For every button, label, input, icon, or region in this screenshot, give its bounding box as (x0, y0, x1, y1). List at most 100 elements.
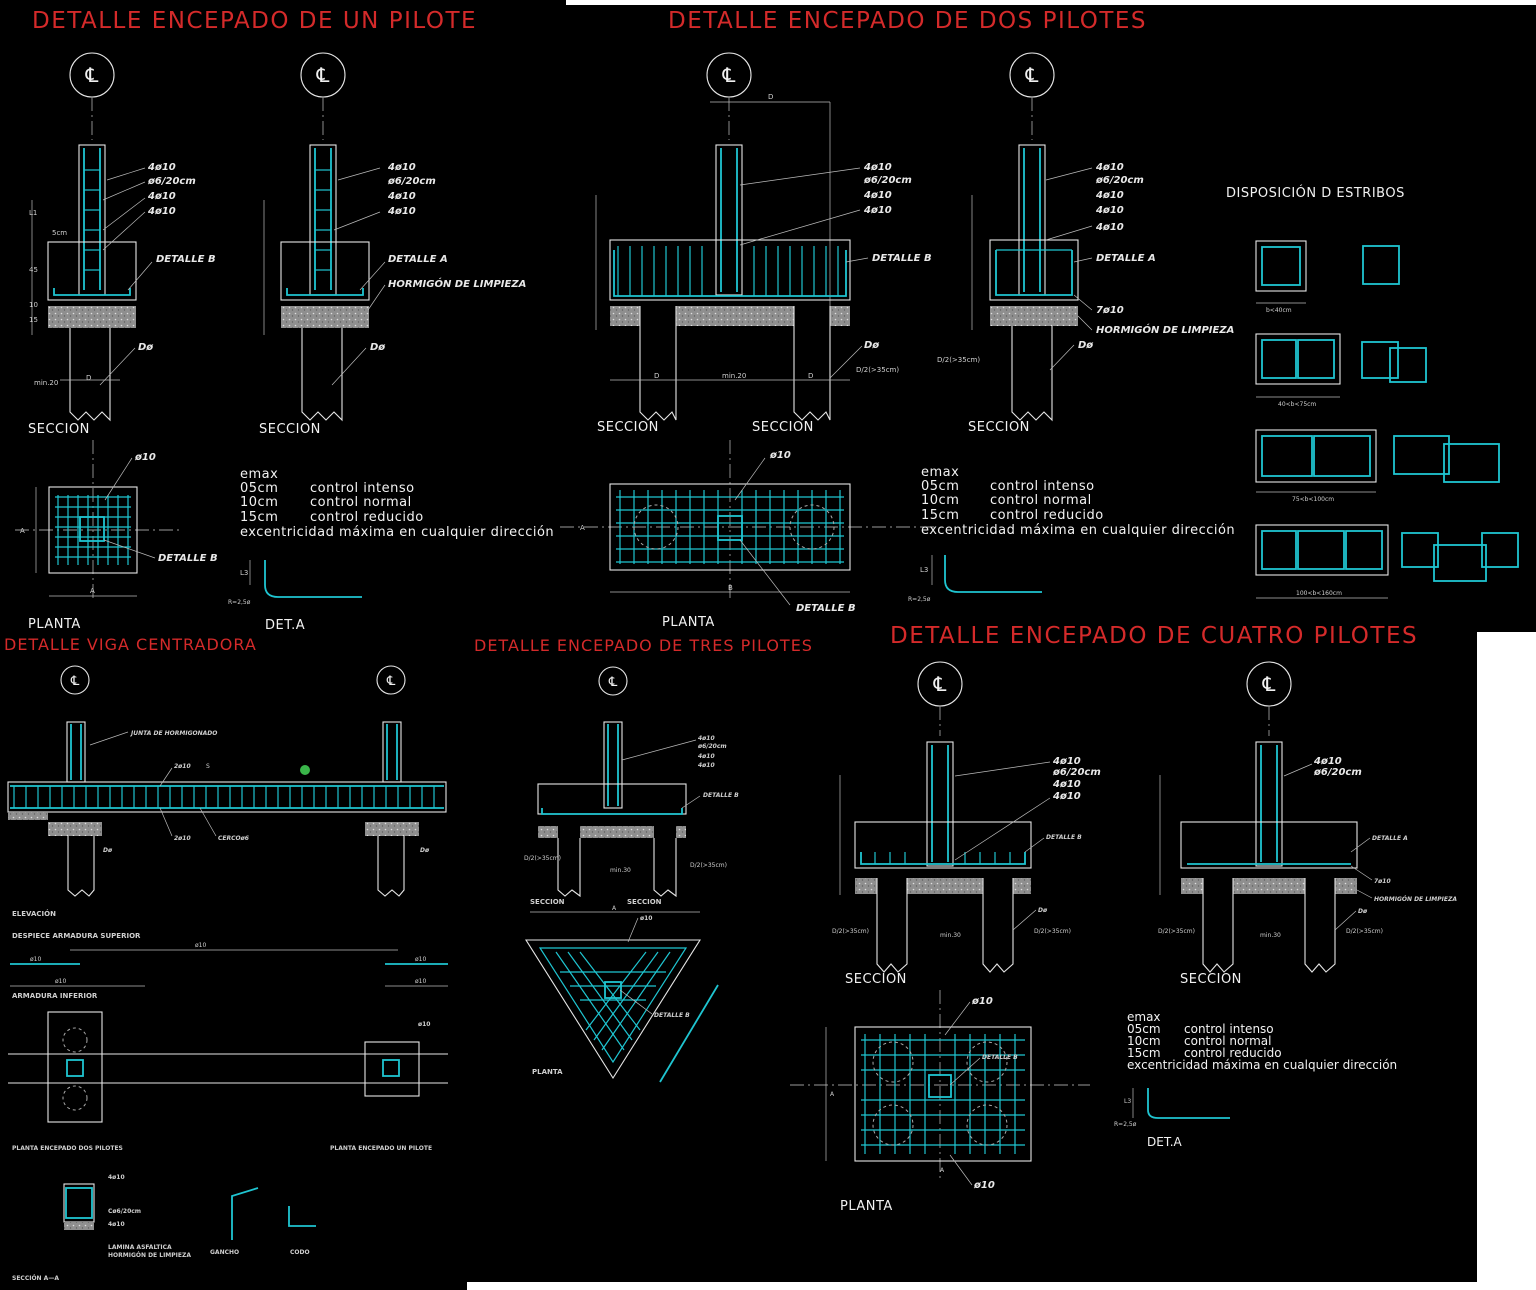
pile-d-label: Dø (138, 342, 153, 353)
seccion-label: SECCION (968, 420, 1030, 435)
dim-d: D (654, 372, 659, 380)
section-bar: 4ø10 (108, 1221, 125, 1228)
four-piles-section-b: 4ø10 ø6/20cm DETALLE A 7ø10 HORMIGÓN DE … (1158, 741, 1457, 987)
dim-l3: L3 (240, 569, 248, 577)
rebar-label: 4ø10 (1052, 791, 1081, 802)
rebar-label: 4ø10 (147, 191, 176, 202)
dim-d: D (768, 93, 773, 101)
beam-bar-top: 2ø10 (174, 763, 191, 770)
rebar-label: 4ø10 (1313, 756, 1342, 767)
rebar-label: 4ø10 (698, 735, 715, 742)
hormigon-label: HORMIGÓN DE LIMPIEZA (388, 277, 526, 290)
planta-dos-label: PLANTA ENCEPADO DOS PILOTES (12, 1145, 123, 1152)
seccion-label: SECCION (627, 898, 662, 906)
dim-r: R=2,5ø (908, 596, 931, 603)
plan-bar-label: ø10 (971, 996, 993, 1007)
planta-label: PLANTA (840, 1199, 893, 1214)
section-note: HORMIGÓN DE LIMPIEZA (108, 1252, 191, 1259)
despiece-bar: ø10 (415, 956, 426, 963)
dim-d: D (86, 374, 91, 382)
detalle-b-label: DETALLE B (872, 253, 932, 264)
stirrups-title: DISPOSICIÓN D ESTRIBOS (1226, 185, 1405, 201)
emax-value: 10cm (240, 495, 278, 510)
planta-uno-label: PLANTA ENCEPADO UN PILOTE (330, 1145, 432, 1152)
one-pile-det-a: L3 R=2,5ø DET.A (228, 560, 362, 633)
seccion-label: SECCION (259, 422, 321, 437)
bar7-label: 7ø10 (1374, 878, 1391, 885)
emax-note: excentricidad máxima en cualquier direcc… (240, 525, 554, 540)
emax-heading: emax (1127, 1010, 1161, 1024)
four-piles-section-a: 4ø10 ø6/20cm 4ø10 4ø10 DETALLE B Dø D/2(… (832, 741, 1101, 987)
emax-value: 05cm (921, 479, 959, 494)
rebar-label: 4ø10 (1095, 162, 1124, 173)
despiece-bar: ø10 (55, 978, 66, 985)
pile-d-label: Dø (370, 342, 385, 353)
dim-min20: min.20 (722, 372, 746, 380)
detalle-b-label: DETALLE B (158, 553, 218, 564)
pile-d-label: Dø (864, 340, 879, 351)
dim-d2: D/2(>35cm) (937, 356, 980, 364)
detalle-a-label: DETALLE A (1372, 835, 1408, 842)
emax-note: excentricidad máxima en cualquier direcc… (921, 523, 1235, 538)
emax-value: 15cm (921, 508, 959, 523)
two-piles-section-a: D 4ø10 ø6/20cm 4ø10 (595, 52, 932, 435)
stirrup-dim: 40<b<75cm (1278, 401, 1316, 408)
panel-two-piles: DETALLE ENCEPADO DE DOS PILOTES D (560, 8, 1519, 630)
beam-spacing: S (206, 763, 210, 770)
panel-bottom-left-bg (0, 632, 467, 1290)
seccion-label: SECCION (752, 420, 814, 435)
rebar-label: 4ø10 (863, 190, 892, 201)
hormigon-label: HORMIGÓN DE LIMPIEZA (1374, 896, 1457, 903)
rebar-label: 4ø10 (863, 205, 892, 216)
beam-title: DETALLE VIGA CENTRADORA (4, 635, 257, 654)
rebar-label: ø6/20cm (147, 176, 196, 187)
emax-control: control reducido (990, 508, 1104, 523)
dim-a: A (90, 587, 95, 595)
dim-d2: D/2(>35cm) (856, 366, 899, 374)
four-piles-emax: emax 05cm control intenso 10cm control n… (1127, 1010, 1397, 1072)
detalle-a-label: DETALLE A (388, 254, 448, 265)
elevacion-label: ELEVACIÓN (12, 909, 56, 918)
dim-5cm: 5cm (52, 229, 67, 237)
panel-one-pile: DETALLE ENCEPADO DE UN PILOTE L1 45 10 1… (15, 8, 554, 633)
emax-heading: emax (240, 467, 278, 482)
dim-d2: D/2(>35cm) (524, 855, 561, 862)
plan-bar-label: ø10 (418, 1021, 430, 1028)
dim-d: D (808, 372, 813, 380)
emax-control: control normal (990, 493, 1092, 508)
four-piles-plan: ø10 DETALLE B ø10 A A PLANTA (790, 990, 1090, 1214)
emax-value: 15cm (1127, 1046, 1161, 1060)
det-a-label: DET.A (1147, 1135, 1183, 1149)
dim-15: 15 (29, 316, 38, 324)
dim-l1: L1 (29, 209, 37, 217)
detalle-b-label: DETALLE B (982, 1054, 1018, 1061)
section-bar: 4ø10 (108, 1174, 125, 1181)
section-bar: Cø6/20cm (108, 1208, 141, 1215)
three-piles-title: DETALLE ENCEPADO DE TRES PILOTES (474, 636, 813, 655)
rebar-label: ø6/20cm (863, 175, 912, 186)
two-piles-title: DETALLE ENCEPADO DE DOS PILOTES (668, 8, 1147, 34)
one-pile-section-b: 4ø10 ø6/20cm 4ø10 4ø10 DETALLE A HORMIGÓ… (259, 52, 526, 437)
seccion-label: SECCION (530, 898, 565, 906)
emax-control: control intenso (990, 479, 1095, 494)
emax-heading: emax (921, 465, 959, 480)
section-note: LAMINA ASFALTICA (108, 1244, 172, 1251)
one-pile-emax: emax 05cm control intenso 10cm control n… (240, 467, 554, 540)
dim-a: A (830, 1091, 835, 1098)
one-pile-section-a: L1 45 10 15 5cm min.20 D 4ø10 ø6/20cm 4ø… (28, 52, 216, 437)
dim-d2: D/2(>35cm) (1158, 928, 1195, 935)
rebar-label: 4ø10 (1095, 222, 1124, 233)
despiece-bar: ø10 (195, 942, 206, 949)
dim-b: B (728, 584, 733, 592)
dim-d2: D/2(>35cm) (690, 862, 727, 869)
emax-control: control intenso (310, 481, 415, 496)
beam-cerco: CERCOø6 (218, 835, 249, 842)
panel-four-piles: DETALLE ENCEPADO DE CUATRO PILOTES 4ø10 (790, 623, 1457, 1214)
dim-a: A (20, 527, 25, 535)
emax-value: 05cm (240, 481, 278, 496)
rebar-label: ø6/20cm (697, 743, 727, 750)
pile-d-label: Dø (420, 847, 430, 854)
dim-min30: min.30 (1260, 932, 1281, 939)
despiece-bar: ø10 (415, 978, 426, 985)
